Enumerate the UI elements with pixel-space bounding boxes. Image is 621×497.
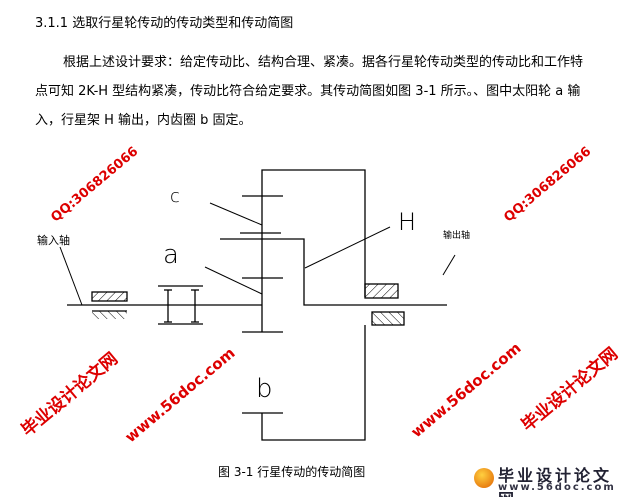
- input-shaft: [67, 285, 262, 325]
- site-logo: 毕业设计论文网 www.56doc.com: [460, 460, 620, 497]
- input-shaft-label: 输入轴: [37, 234, 70, 247]
- ring-gear-b: [242, 169, 366, 441]
- leader-lines: [59, 202, 456, 306]
- logo-url: www.56doc.com: [498, 482, 616, 493]
- logo-ball-icon: [474, 468, 494, 488]
- ring-gear-label: b: [256, 374, 273, 404]
- planet-label: c: [170, 186, 180, 207]
- body-paragraph: 根据上述设计要求：给定传动比、结构合理、紧凑。据各行星轮传动类型的传动比和工作特…: [35, 55, 584, 128]
- output-shaft-label: 输出轴: [443, 231, 471, 241]
- output-bearing: [364, 283, 405, 326]
- figure-caption: 图 3-1 行星传动的传动简图: [218, 465, 366, 479]
- carrier-label: H: [398, 208, 417, 236]
- logo-name: 毕业设计论文网: [498, 466, 613, 497]
- sun-gear-label: a: [163, 240, 179, 270]
- planet-gear: [220, 232, 447, 306]
- sun-gear-a: [242, 195, 283, 333]
- section-heading: 3.1.1 选取行星轮传动的传动类型和传动简图: [35, 16, 294, 31]
